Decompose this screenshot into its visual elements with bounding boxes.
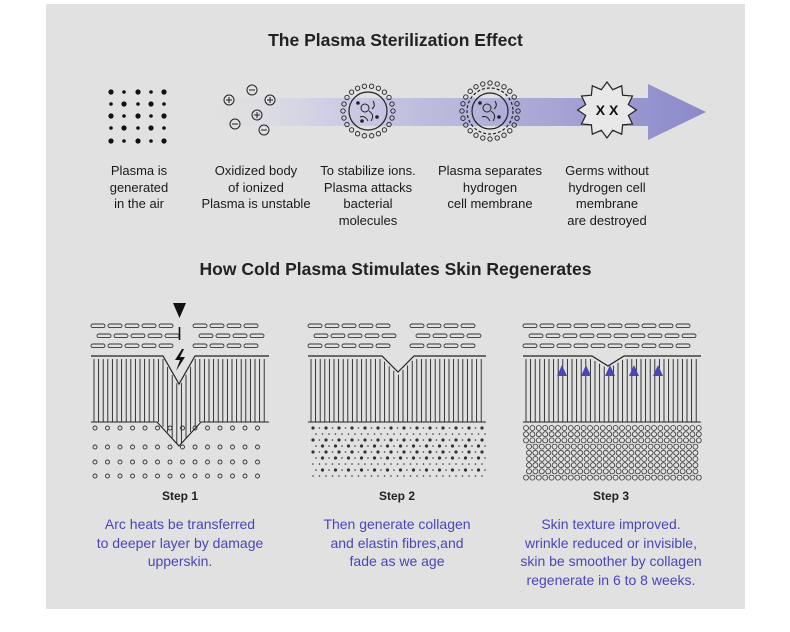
stage-caption-2: Oxidized body of ionized Plasma is unsta… — [201, 163, 311, 211]
infographic-panel: The Plasma Sterilization Effect How Cold… — [46, 4, 745, 609]
bacteria-attacked-icon — [340, 83, 396, 139]
step-label-3: Step 3 — [592, 489, 629, 503]
diagram-art: X X — [90, 80, 706, 481]
stage-caption-4: Plasma separates hydrogen cell membrane — [437, 163, 543, 211]
step-label-2: Step 2 — [378, 489, 415, 503]
step-label-1: Step 1 — [161, 489, 198, 503]
step-description-3: Skin texture improved. wrinkle reduced o… — [520, 516, 702, 588]
germ-marks: X X — [596, 102, 619, 118]
destroyed-germ-icon: X X — [576, 80, 638, 140]
bacteria-membrane-icon — [459, 80, 521, 142]
stage-caption-5: Germs without hydrogen cell membrane are… — [565, 163, 649, 228]
process-arrow — [196, 84, 706, 140]
dots-grid-icon — [108, 89, 167, 144]
stage-caption-1: Plasma is generated in the air — [109, 163, 169, 211]
step-description-2: Then generate collagen and elastin fibre… — [323, 516, 471, 569]
plasma-arc-icon — [173, 303, 186, 371]
skin-diagram-step1 — [90, 323, 269, 479]
ions-icon — [223, 84, 276, 136]
skin-diagram-step2 — [307, 323, 486, 477]
stage-caption-3: To stabilize ions. Plasma attacks bacter… — [320, 163, 416, 228]
skin-diagram-step3 — [522, 323, 702, 481]
step-description-1: Arc heats be transferred to deeper layer… — [96, 516, 264, 569]
sterilization-title: The Plasma Sterilization Effect — [268, 30, 523, 50]
skin-title: How Cold Plasma Stimulates Skin Regenera… — [199, 259, 592, 279]
